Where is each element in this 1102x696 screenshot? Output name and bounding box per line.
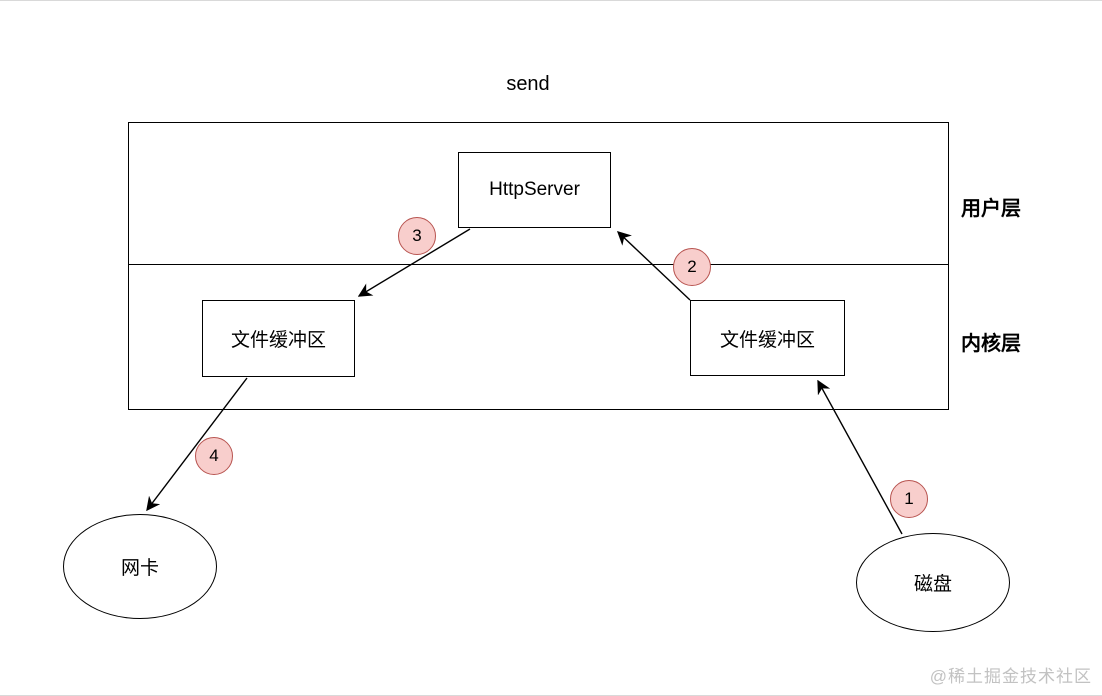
node-disk: 磁盘	[856, 533, 1010, 632]
node-file-buffer-left: 文件缓冲区	[202, 300, 355, 377]
node-nic-label: 网卡	[120, 558, 159, 579]
user-layer-label: 用户层	[961, 198, 1021, 220]
kernel-layer-label: 内核层	[961, 333, 1021, 355]
node-disk-label: 磁盘	[913, 574, 952, 595]
step-badge-3: 3	[398, 217, 436, 255]
node-file-buffer-left-label: 文件缓冲区	[230, 330, 326, 351]
step-badge-2: 2	[673, 248, 711, 286]
node-file-buffer-right: 文件缓冲区	[690, 300, 845, 376]
node-nic: 网卡	[63, 514, 217, 619]
layer-divider-line	[128, 264, 949, 265]
node-file-buffer-right-label: 文件缓冲区	[719, 329, 815, 351]
step-badge-4: 4	[195, 437, 233, 475]
diagram-title: send	[506, 73, 550, 95]
node-httpserver-label: HttpServer	[489, 179, 580, 200]
watermark: @稀土掘金技术社区	[929, 667, 1092, 686]
layers-rectangle	[128, 122, 949, 410]
step-badge-1: 1	[890, 480, 928, 518]
node-httpserver: HttpServer	[458, 152, 611, 228]
